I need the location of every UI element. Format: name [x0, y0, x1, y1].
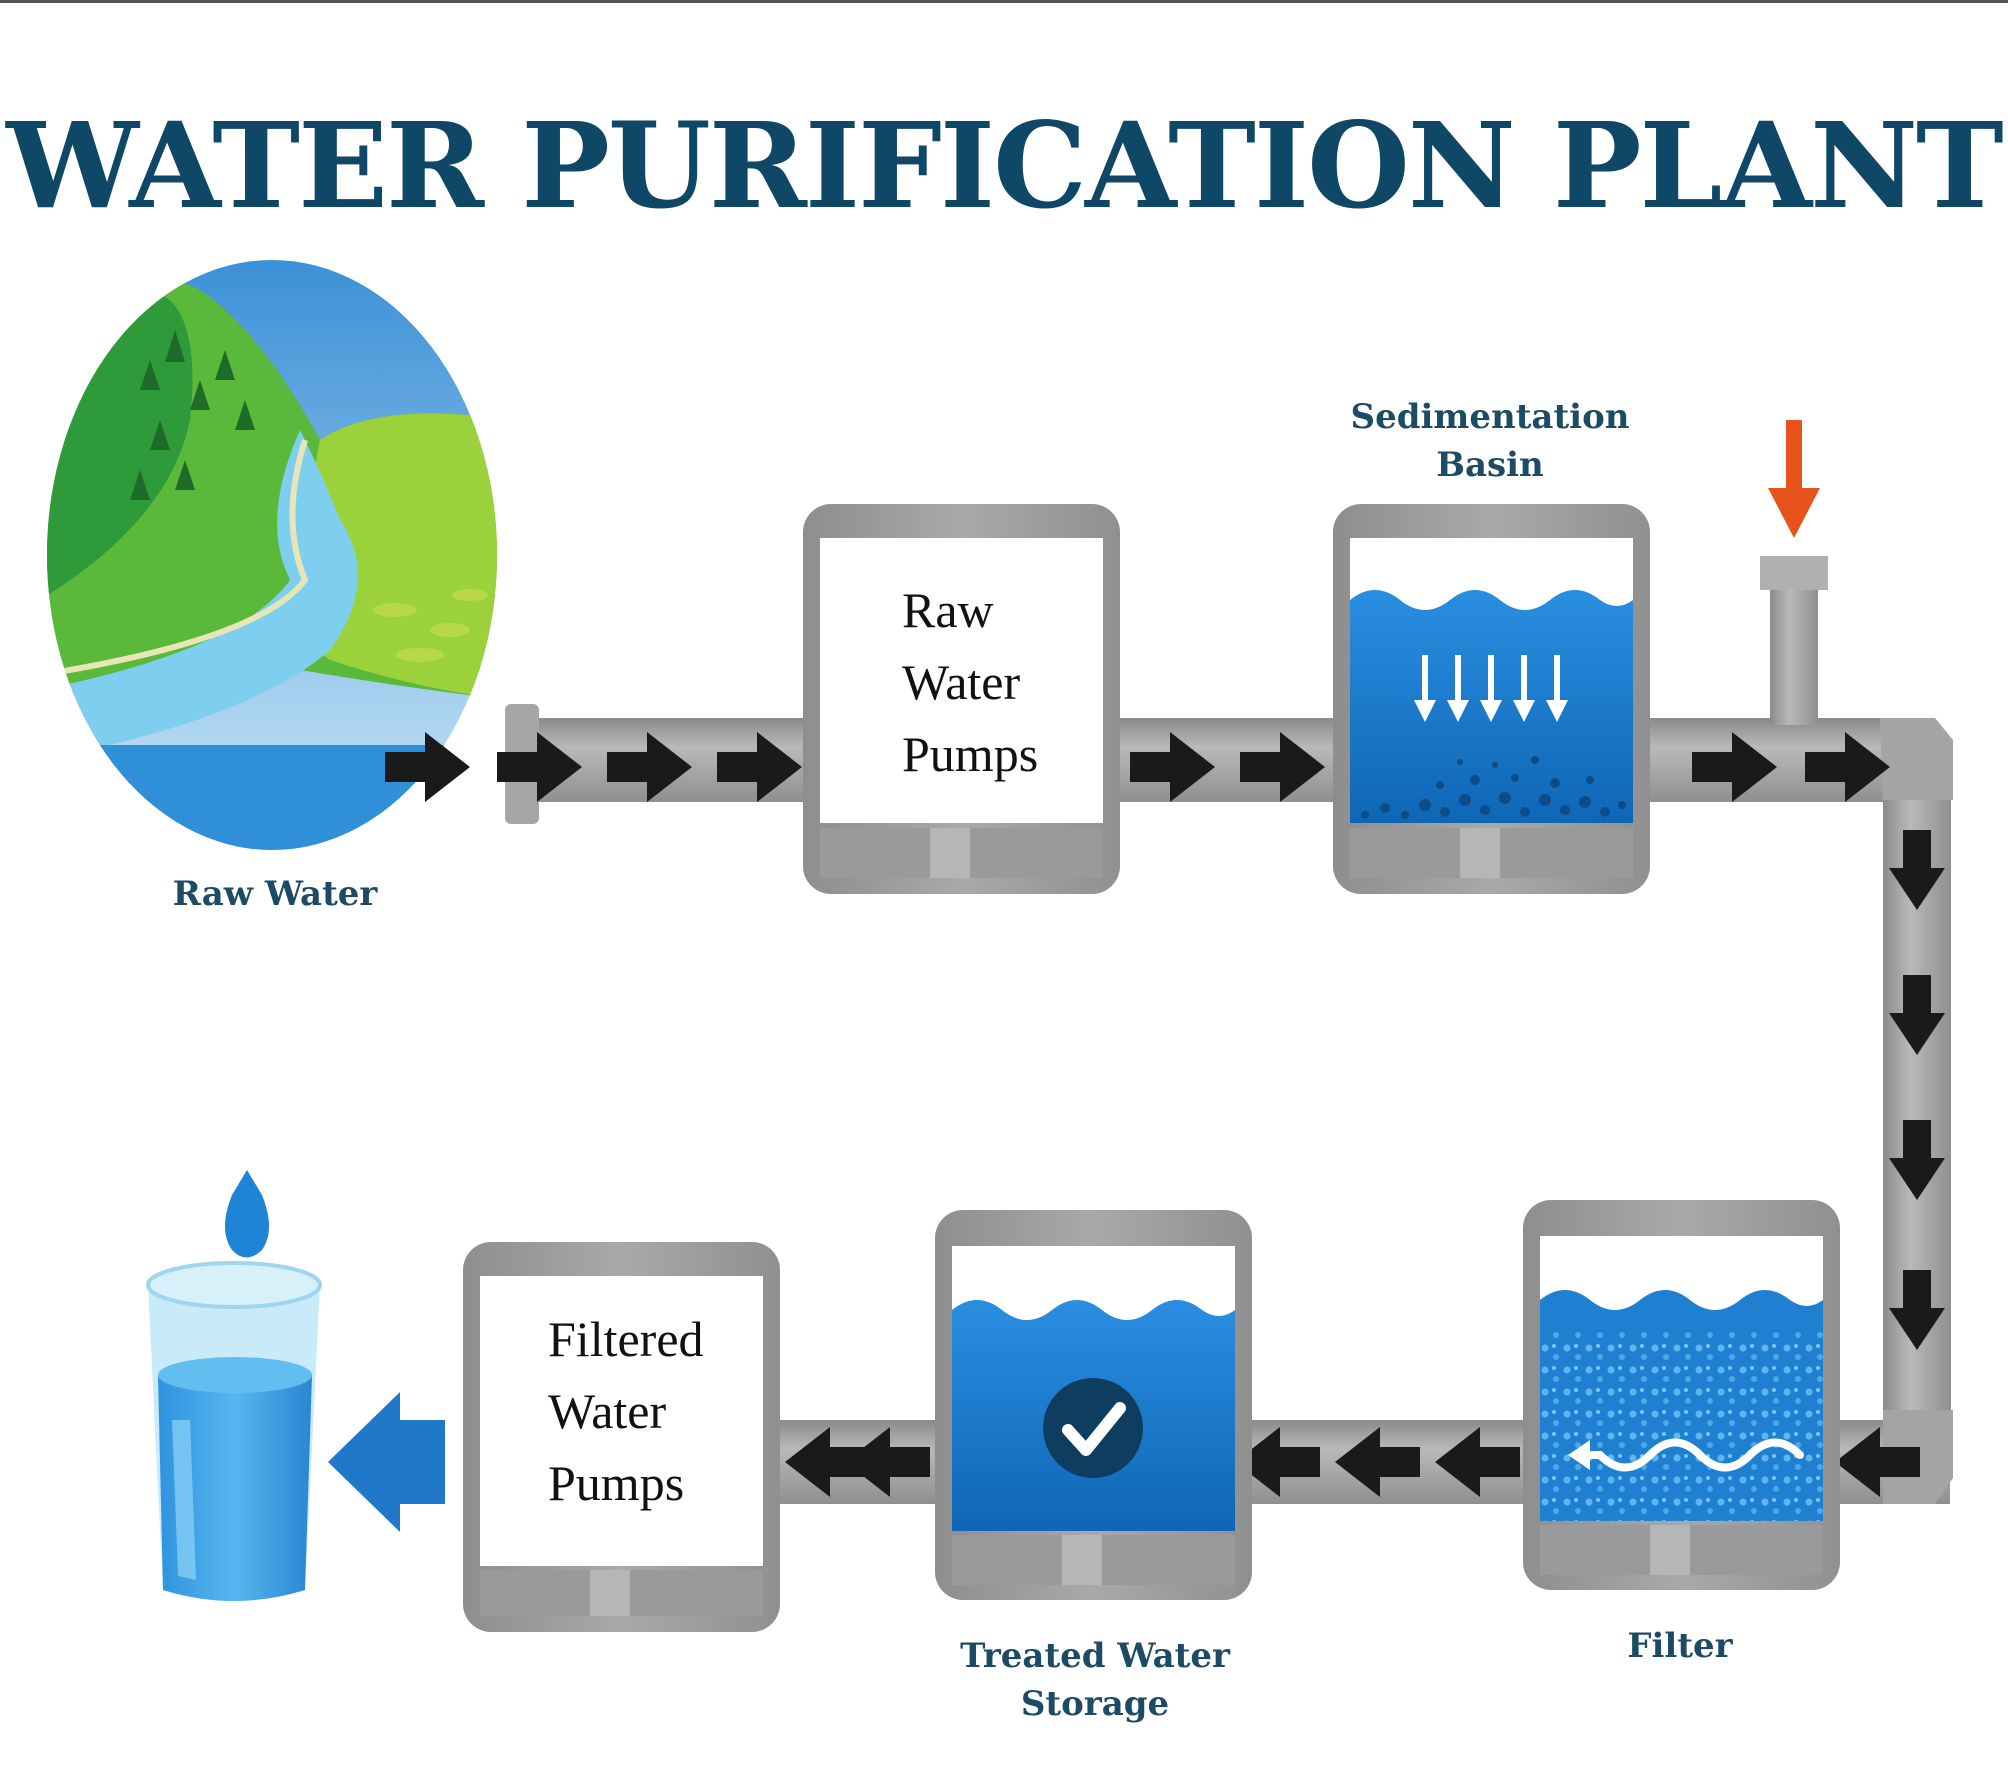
- flow-arrow-icon: [1889, 1270, 1945, 1350]
- filtered-water-pumps-tank: [463, 1242, 780, 1632]
- leftward-flow-arrows: [785, 1427, 1920, 1497]
- label-raw-water: Raw Water: [150, 870, 400, 918]
- flow-arrow-icon: [1240, 732, 1325, 802]
- filter-flow-icon: [1581, 1438, 1804, 1472]
- label-treated-water-storage: Treated Water Storage: [940, 1632, 1250, 1728]
- flow-arrow-icon: [385, 732, 470, 802]
- flow-arrow-icon: [785, 1427, 870, 1497]
- flow-arrow-icon: [607, 732, 692, 802]
- filtered-water-pumps-line2: Water: [548, 1383, 667, 1439]
- flow-arrow-icon: [1692, 732, 1777, 802]
- downward-flow-arrows: [1889, 830, 1945, 1350]
- flow-arrow-icon: [1235, 1427, 1320, 1497]
- water-drop-icon: [225, 1170, 269, 1258]
- sedimentation-basin-line2: Basin: [1436, 445, 1544, 485]
- sedimentation-basin-line1: Sedimentation: [1350, 397, 1630, 437]
- filtered-water-pumps-line3: Pumps: [548, 1455, 685, 1511]
- label-filter: Filter: [1580, 1622, 1780, 1670]
- raw-water-label: Raw Water: [172, 874, 378, 914]
- settling-arrows-icon: [1414, 655, 1568, 722]
- raw-water-pumps-line2: Water: [902, 654, 1021, 710]
- pipe-elbow-top: [1880, 718, 1953, 800]
- treated-water-storage-line2: Storage: [1020, 1684, 1170, 1724]
- flow-arrow-icon: [1130, 732, 1215, 802]
- raw-water-pumps-line3: Pumps: [902, 726, 1039, 782]
- filtered-water-pumps-line1: Filtered: [548, 1311, 704, 1367]
- flow-arrow-icon: [1889, 830, 1945, 910]
- sedimentation-basin-tank: [1333, 504, 1650, 894]
- flow-arrow-icon: [1435, 1427, 1520, 1497]
- output-arrow-icon: [328, 1392, 445, 1532]
- flow-arrow-icon: [1889, 975, 1945, 1055]
- raw-water-pumps-text: Raw Water Pumps: [902, 574, 1038, 790]
- filter-tank: [1523, 1200, 1840, 1590]
- filter-label: Filter: [1627, 1626, 1733, 1666]
- flow-arrow-icon: [845, 1427, 930, 1497]
- raw-water-landscape: [47, 260, 497, 850]
- flow-arrow-icon: [1805, 732, 1890, 802]
- label-sedimentation-basin: Sedimentation Basin: [1340, 393, 1640, 489]
- raw-water-pumps-line1: Raw: [902, 582, 994, 638]
- chemical-inlet-cap: [1760, 556, 1828, 590]
- sediment-particles: [1361, 756, 1626, 819]
- flow-arrow-icon: [1335, 1427, 1420, 1497]
- raw-water-flow-arrows: [385, 732, 1890, 802]
- flow-arrow-icon: [717, 732, 802, 802]
- raw-water-pumps-tank: [803, 504, 1120, 894]
- flow-arrow-icon: [1889, 1120, 1945, 1200]
- flow-arrow-icon: [497, 732, 582, 802]
- chemical-inlet-arrow-icon: [1768, 420, 1820, 538]
- flow-arrow-icon: [1835, 1427, 1920, 1497]
- filtered-water-pumps-text: Filtered Water Pumps: [548, 1303, 704, 1519]
- treated-water-storage-tank: [935, 1210, 1252, 1600]
- treated-water-storage-line1: Treated Water: [960, 1636, 1230, 1676]
- glass-of-water-icon: [146, 1170, 322, 1601]
- checkmark-icon: [1043, 1378, 1143, 1478]
- chemical-inlet-pipe: [1770, 585, 1818, 725]
- page-title: WATER PURIFICATION PLANT: [6, 96, 2004, 235]
